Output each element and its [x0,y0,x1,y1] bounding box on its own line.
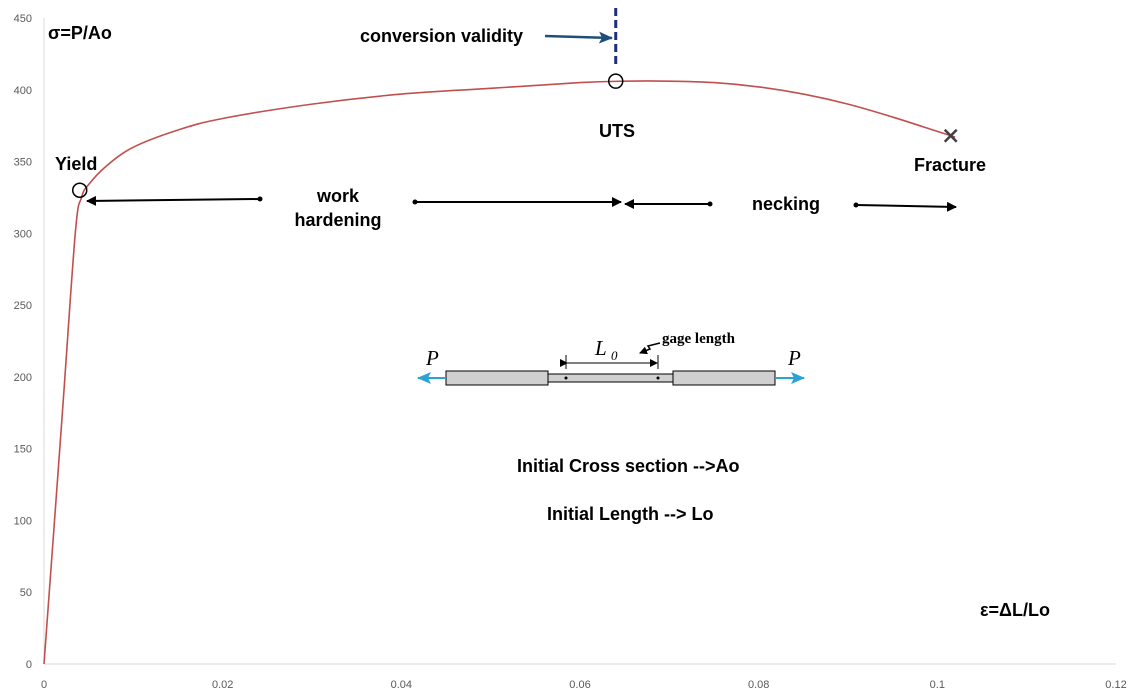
fracture-label: Fracture [914,155,986,175]
right-load-label: P [787,346,801,370]
x-axis-title: ε=ΔL/Lo [980,600,1050,620]
conversion-validity-arrow [544,31,613,44]
x-tick-label: 0.1 [930,679,945,691]
tensile-specimen-diagram: P P L 0 gage length [417,331,805,386]
conversion-validity-label: conversion validity [360,26,523,46]
uts-point-marker [607,73,624,89]
left-load-label: P [425,346,439,370]
work-hardening-label-line1: work [316,186,360,206]
yield-label: Yield [55,154,97,174]
gauge-symbol: L [594,336,607,360]
necking-label: necking [752,194,820,214]
y-tick-label: 450 [14,13,32,25]
y-tick-label: 400 [14,85,32,97]
x-tick-label: 0.12 [1105,679,1126,691]
specimen-left-grip [445,370,549,386]
stress-strain-curve [43,80,956,665]
x-tick-label: 0.08 [748,679,769,691]
cross-section-note: Initial Cross section -->Ao [517,456,740,476]
necking-arrows [624,199,957,212]
gauge-length-label: gage length [662,331,736,347]
y-tick-label: 200 [14,372,32,384]
x-tick-label: 0.06 [569,679,590,691]
x-tick-label: 0.02 [212,679,233,691]
work-hardening-label-line2: hardening [294,210,381,230]
x-tick-label: 0 [41,679,47,691]
y-tick-label: 50 [20,587,32,599]
y-tick-label: 100 [14,515,32,527]
y-tick-label: 300 [14,228,32,240]
x-tick-labels: 0 0.02 0.04 0.06 0.08 0.1 0.12 [41,679,1127,691]
y-tick-label: 250 [14,300,32,312]
specimen-right-grip [672,370,776,386]
uts-label: UTS [599,121,635,141]
y-axis-title: σ=P/Ao [48,23,112,43]
y-tick-label: 150 [14,444,32,456]
yield-point-marker [71,182,88,199]
gauge-leader-arrow [639,342,661,355]
work-hardening-arrows [86,195,622,207]
y-tick-label: 0 [26,659,32,671]
y-tick-label: 350 [14,157,32,169]
initial-length-note: Initial Length --> Lo [547,504,713,524]
y-tick-labels: 0 50 100 150 200 250 300 350 400 450 [14,13,32,671]
fracture-x-icon [943,128,958,143]
gauge-subscript: 0 [611,348,618,363]
x-tick-label: 0.04 [391,679,412,691]
